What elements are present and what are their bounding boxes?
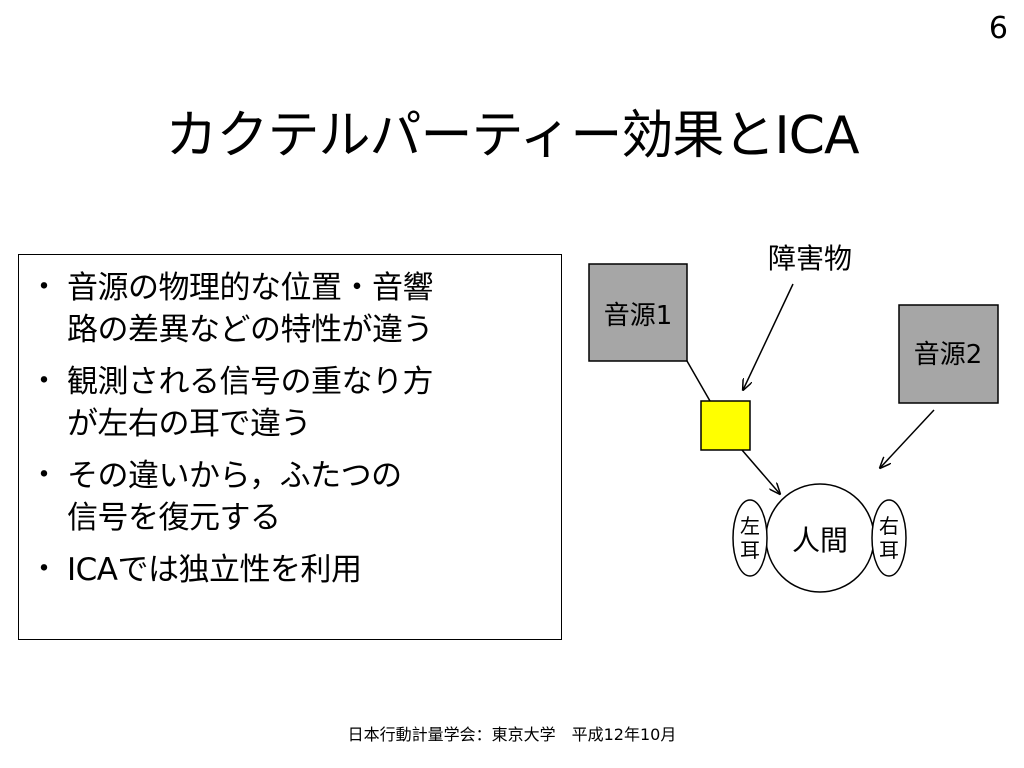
bullet-item: ・ ICAでは独立性を利用 (19, 549, 561, 591)
right-ear (871, 499, 907, 577)
obstacle-box (700, 400, 751, 451)
bullet-text-line: 信号を復元する (67, 500, 281, 536)
bullet-text-line: 観測される信号の重なり方 (67, 364, 434, 400)
footer: 日本行動計量学会：東京大学 平成12年10月 (347, 725, 677, 744)
bullet-box: ・ 音源の物理的な位置・音響 路の差異などの特性が違う ・ 観測される信号の重な… (18, 254, 562, 640)
left-ear (732, 499, 768, 577)
bullet-text-line: 音源の物理的な位置・音響 (67, 270, 434, 306)
source1-to-obstacle-line (686, 360, 711, 402)
source1-box (588, 263, 688, 362)
bullet-text-line: その違いから，ふたつの (67, 458, 402, 494)
bullet-marker: ・ (29, 270, 59, 305)
human-label: 人間 (792, 524, 848, 557)
bullet-text-line: ICAでは独立性を利用 (67, 552, 362, 588)
bullet-marker: ・ (29, 552, 59, 587)
right-ear-label-top: 右 (879, 514, 899, 538)
slide-title: カクテルパーティー効果とICA (165, 106, 859, 166)
bullet-item: ・ 音源の物理的な位置・音響 路の差異などの特性が違う (19, 267, 561, 351)
source2-label: 音源2 (914, 340, 983, 370)
source1-label: 音源1 (604, 301, 673, 331)
bullet-list: ・ 音源の物理的な位置・音響 路の差異などの特性が違う ・ 観測される信号の重な… (19, 255, 561, 591)
obstacle-to-human-arrow (741, 449, 780, 494)
bullet-text-line: が左右の耳で違う (67, 406, 312, 442)
bullet-item: ・ 観測される信号の重なり方 が左右の耳で違う (19, 361, 561, 445)
source2-box (898, 304, 999, 404)
obstacle-label: 障害物 (768, 242, 852, 275)
bullet-item: ・ その違いから，ふたつの 信号を復元する (19, 455, 561, 539)
left-ear-label-top: 左 (740, 514, 760, 538)
slide-number: 6 (988, 11, 1008, 46)
bullet-text-line: 路の差異などの特性が違う (67, 312, 434, 348)
right-ear-label-bottom: 耳 (879, 538, 899, 562)
bullet-marker: ・ (29, 364, 59, 399)
left-ear-label-bottom: 耳 (740, 538, 760, 562)
source2-to-ear-arrow (880, 409, 935, 468)
bullet-marker: ・ (29, 458, 59, 493)
obstacle-pointer-arrow (743, 283, 794, 390)
